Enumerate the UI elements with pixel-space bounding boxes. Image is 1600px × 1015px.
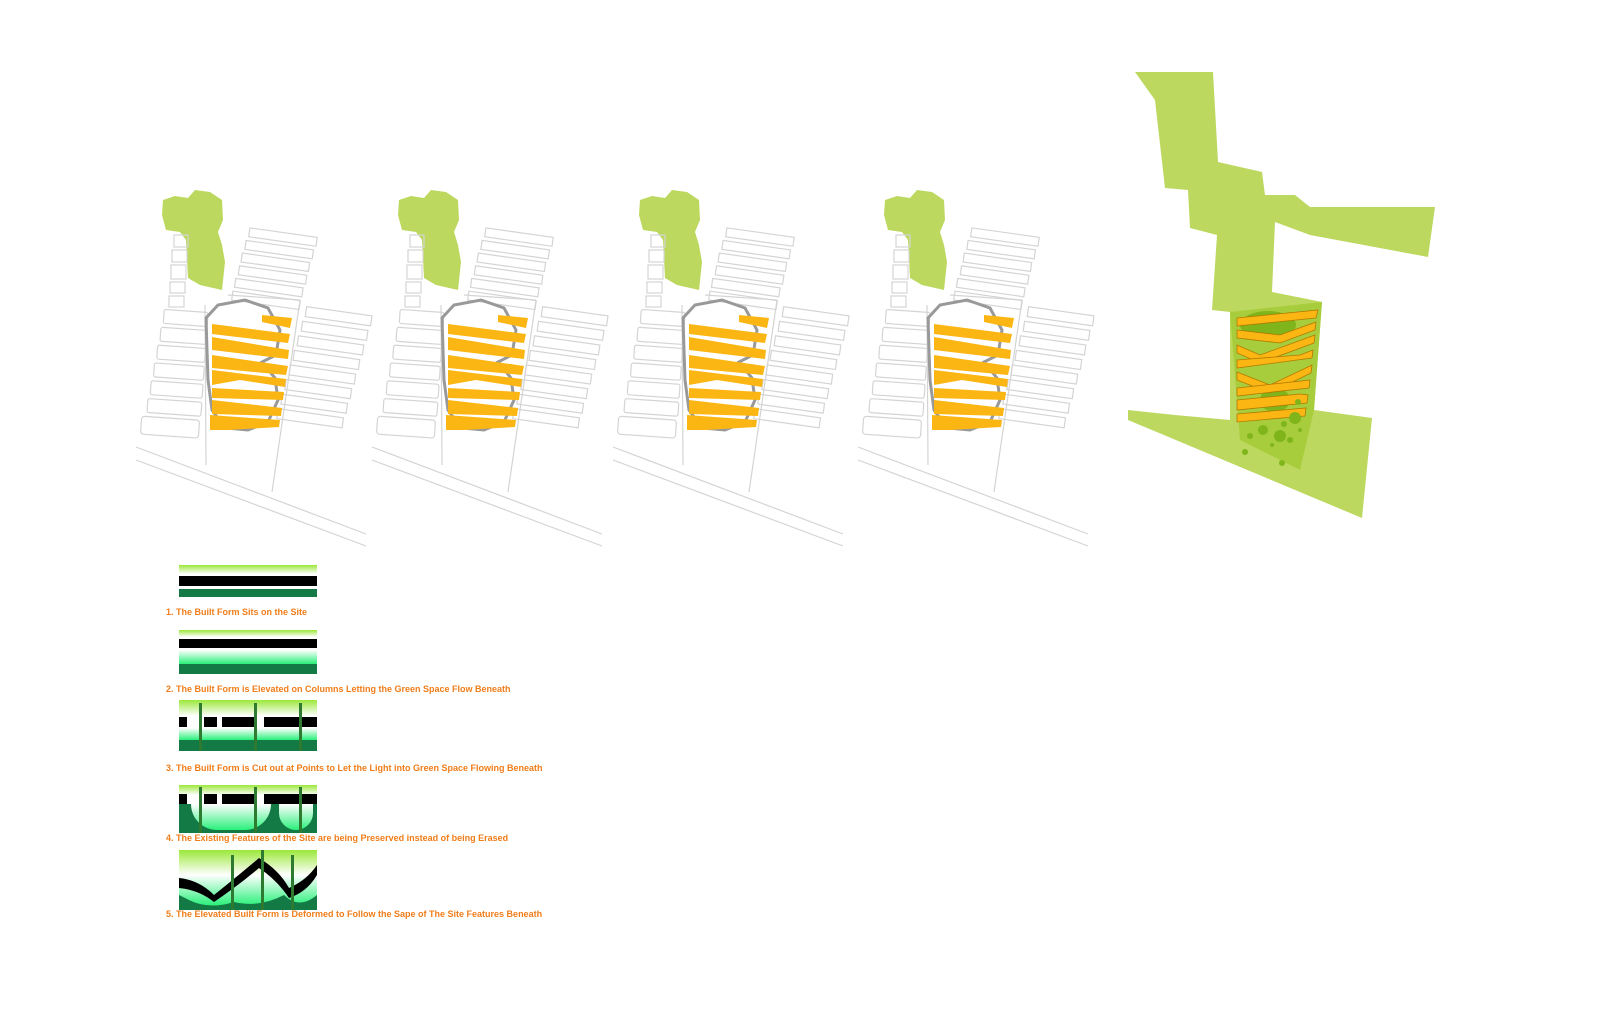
diagram-step-5 [179, 850, 317, 910]
site-plan-3 [611, 188, 851, 548]
site-plan-4 [856, 188, 1096, 548]
caption-step-2: 2. The Built Form is Elevated on Columns… [166, 684, 511, 694]
caption-step-5: 5. The Elevated Built Form is Deformed t… [166, 909, 543, 919]
caption-step-3: 3. The Built Form is Cut out at Points t… [166, 763, 543, 773]
caption-step-1: 1. The Built Form Sits on the Site [166, 607, 308, 617]
site-plan-2 [370, 188, 610, 548]
diagram-step-2 [179, 630, 317, 674]
diagram-step-3 [179, 700, 317, 751]
site-plan-final [1128, 72, 1435, 518]
diagram-step-4 [179, 785, 317, 833]
site-plan-1 [134, 188, 374, 548]
diagram-step-1 [179, 565, 317, 597]
caption-step-4: 4. The Existing Features of the Site are… [166, 833, 509, 843]
